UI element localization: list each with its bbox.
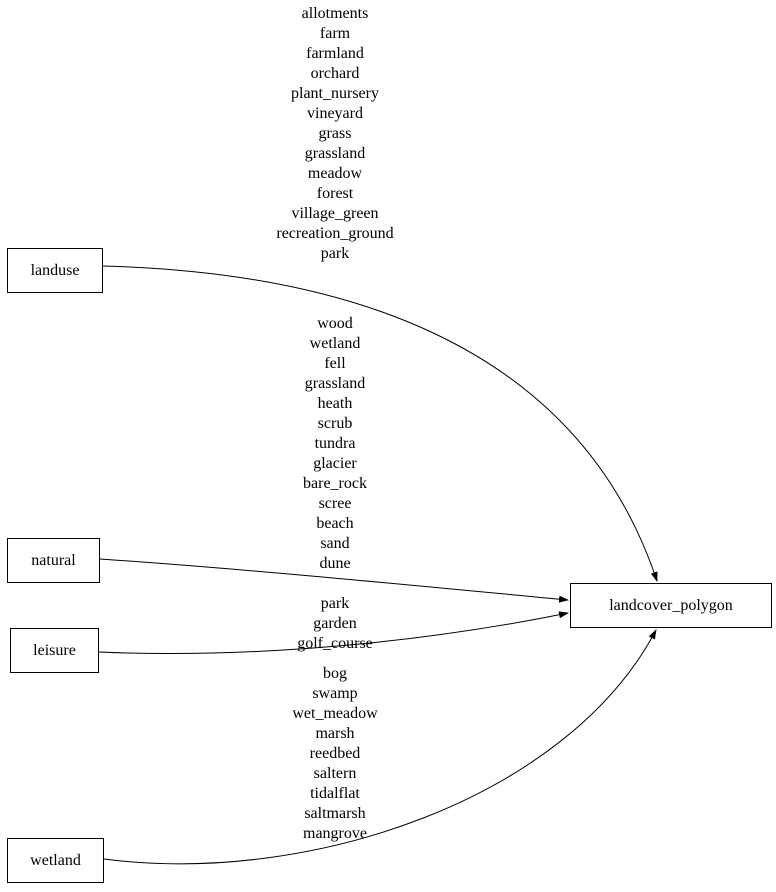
- node-landcover-polygon-label: landcover_polygon: [609, 596, 733, 614]
- edge-natural-to-landcover: [99, 558, 569, 603]
- node-leisure-label: leisure: [33, 641, 76, 659]
- node-wetland: wetland: [7, 838, 104, 883]
- edge-leisure-to-landcover: [98, 611, 569, 655]
- edge-label-wetland: bog swamp wet_meadow marsh reedbed salte…: [292, 665, 378, 842]
- edge-landuse-to-landcover: [102, 265, 658, 582]
- node-natural-label: natural: [31, 551, 76, 569]
- edge-label-leisure: park garden golf_course: [297, 595, 373, 652]
- node-natural: natural: [7, 538, 100, 583]
- node-landcover-polygon: landcover_polygon: [570, 583, 772, 628]
- node-landuse: landuse: [7, 248, 103, 293]
- node-leisure: leisure: [10, 628, 99, 673]
- edge-label-landuse: allotments farm farmland orchard plant_n…: [276, 5, 394, 262]
- edge-wetland-to-landcover: [103, 629, 657, 865]
- node-wetland-label: wetland: [30, 851, 81, 869]
- edge-label-natural: wood wetland fell grassland heath scrub …: [303, 315, 367, 572]
- node-landuse-label: landuse: [30, 261, 80, 279]
